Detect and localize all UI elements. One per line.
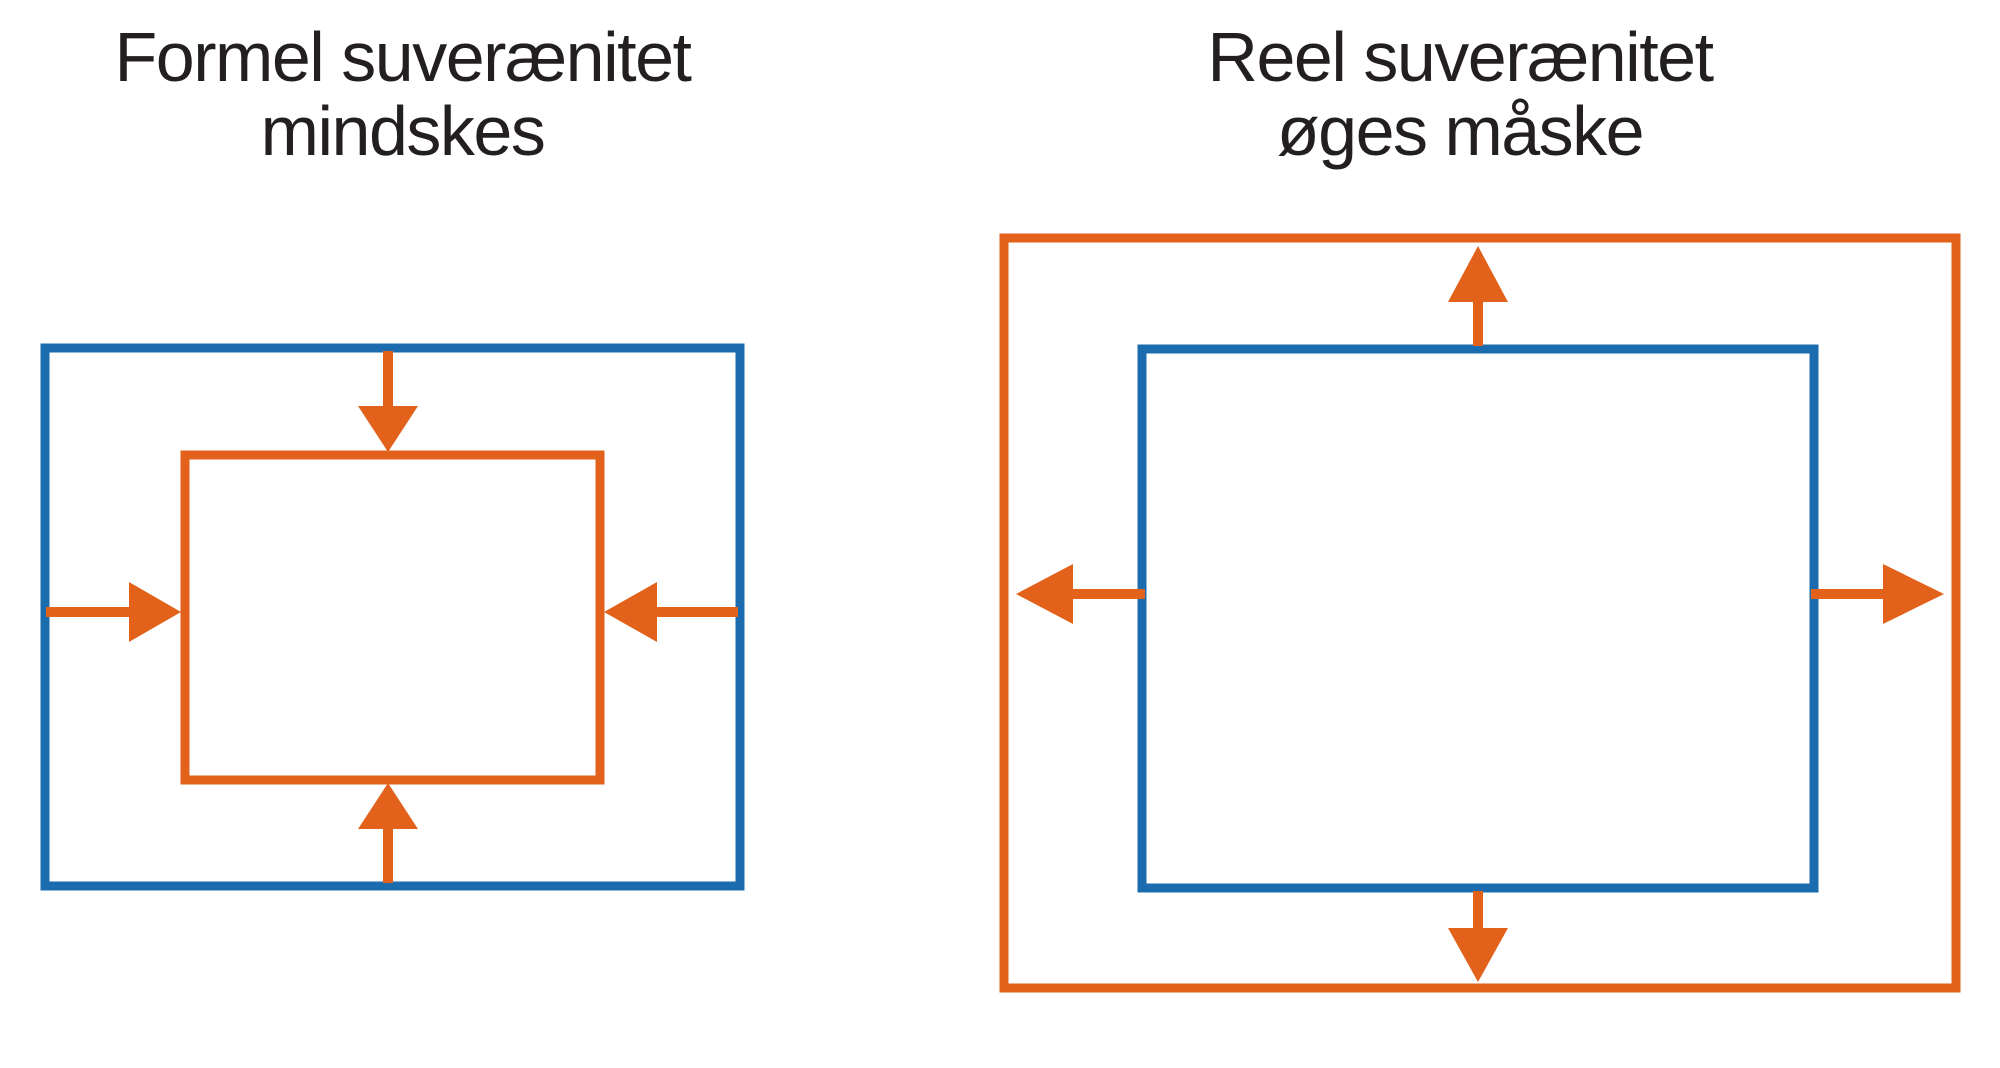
arrowhead-right xyxy=(1883,564,1944,624)
left-diagram-formal-sovereignty xyxy=(40,343,745,891)
left-inward-arrow-right xyxy=(604,582,738,642)
left-inward-arrow-bottom xyxy=(358,783,418,883)
right-title-line-2: øges måske xyxy=(1276,92,1645,170)
right-inner-blue-box xyxy=(1137,344,1819,893)
right-diagram-real-sovereignty xyxy=(999,233,1961,993)
right-outward-arrow-left xyxy=(1016,564,1145,624)
right-outward-arrow-top xyxy=(1448,246,1508,346)
arrowhead-down xyxy=(1448,928,1508,982)
arrowhead-right xyxy=(129,582,181,642)
left-title-line-1: Formel suverænitet xyxy=(114,18,692,96)
left-inner-orange-box xyxy=(180,450,605,785)
left-inward-arrow-left xyxy=(46,582,181,642)
arrowhead-left xyxy=(604,582,657,642)
left-inward-arrow-top xyxy=(358,351,418,452)
left-outer-blue-box xyxy=(40,343,745,891)
right-panel-title: Reel suverænitet øges måske xyxy=(985,20,1935,168)
arrowhead-up xyxy=(1448,246,1508,302)
arrowhead-left xyxy=(1016,564,1073,624)
right-title-line-1: Reel suverænitet xyxy=(1207,18,1714,96)
right-outward-arrow-right xyxy=(1811,564,1944,624)
right-outward-arrow-bottom xyxy=(1448,891,1508,982)
arrowhead-down xyxy=(358,406,418,452)
left-title-line-2: mindskes xyxy=(260,92,546,170)
left-panel-title: Formel suverænitet mindskes xyxy=(45,20,760,168)
arrowhead-up xyxy=(358,783,418,829)
right-outer-orange-box xyxy=(999,233,1961,993)
